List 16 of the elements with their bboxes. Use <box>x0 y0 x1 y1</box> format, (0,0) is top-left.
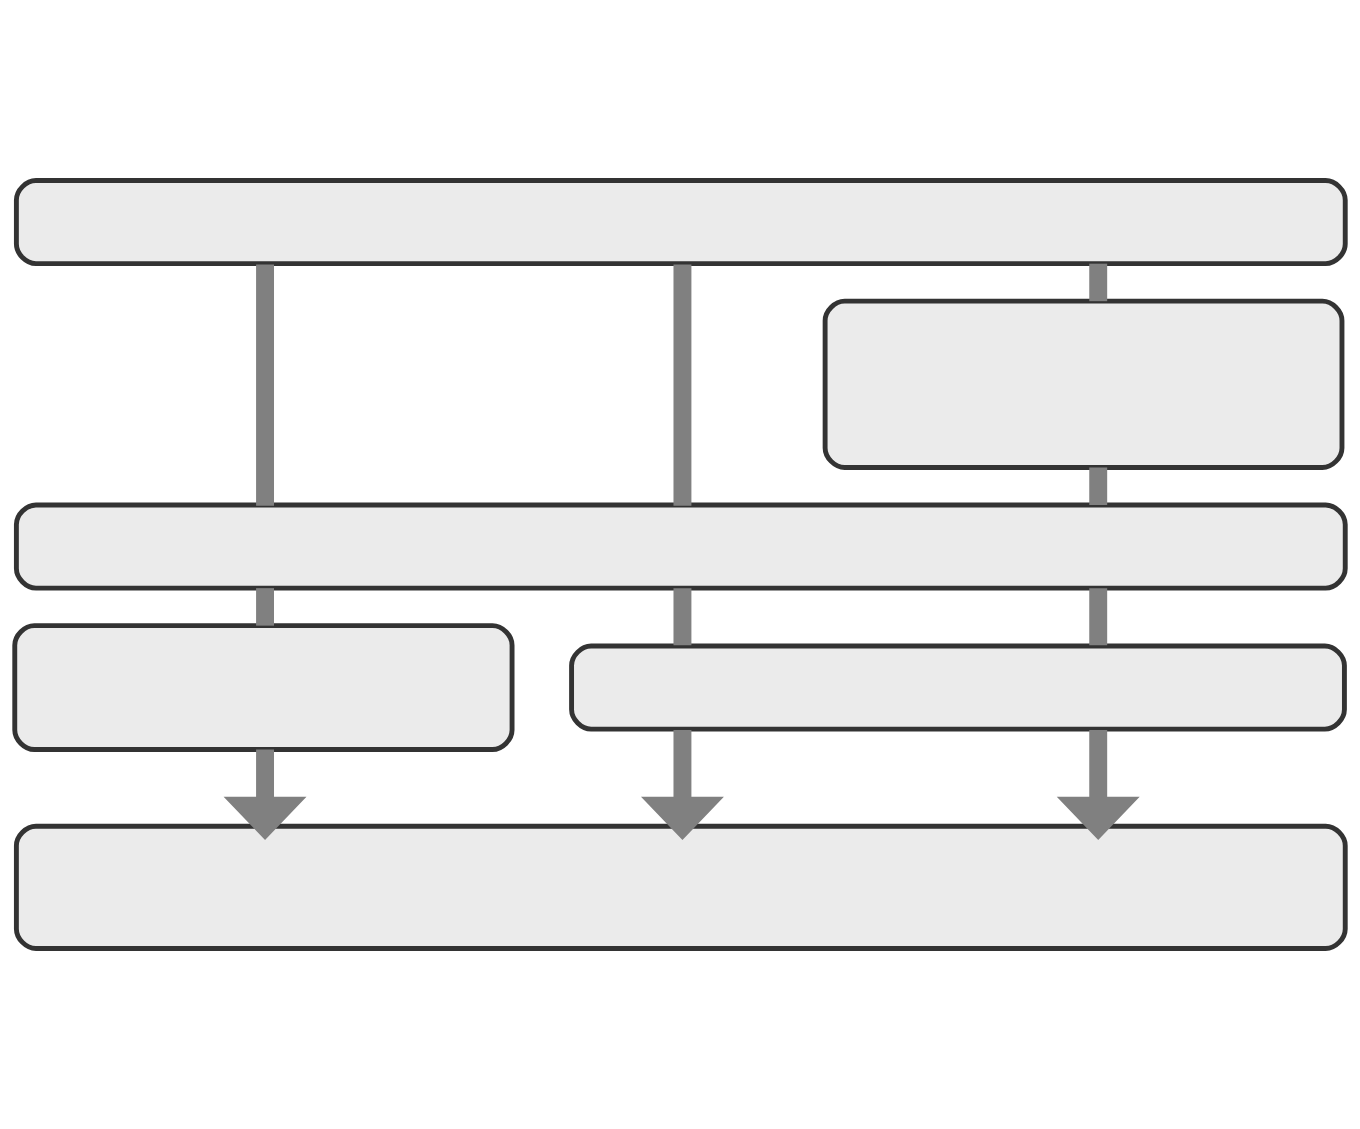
connector <box>673 588 692 646</box>
arrow <box>1056 730 1140 840</box>
connector <box>673 264 692 506</box>
node-box <box>822 298 1345 470</box>
node-box <box>13 823 1348 951</box>
connector <box>1089 263 1108 302</box>
connector <box>1089 467 1108 505</box>
arrow <box>640 730 724 840</box>
node-box <box>569 643 1347 732</box>
arrow <box>223 749 307 840</box>
connector <box>1089 588 1108 646</box>
node-box <box>13 178 1348 267</box>
node-box <box>12 623 515 752</box>
node-box <box>13 502 1348 591</box>
connector <box>256 264 274 506</box>
connector <box>256 588 274 626</box>
